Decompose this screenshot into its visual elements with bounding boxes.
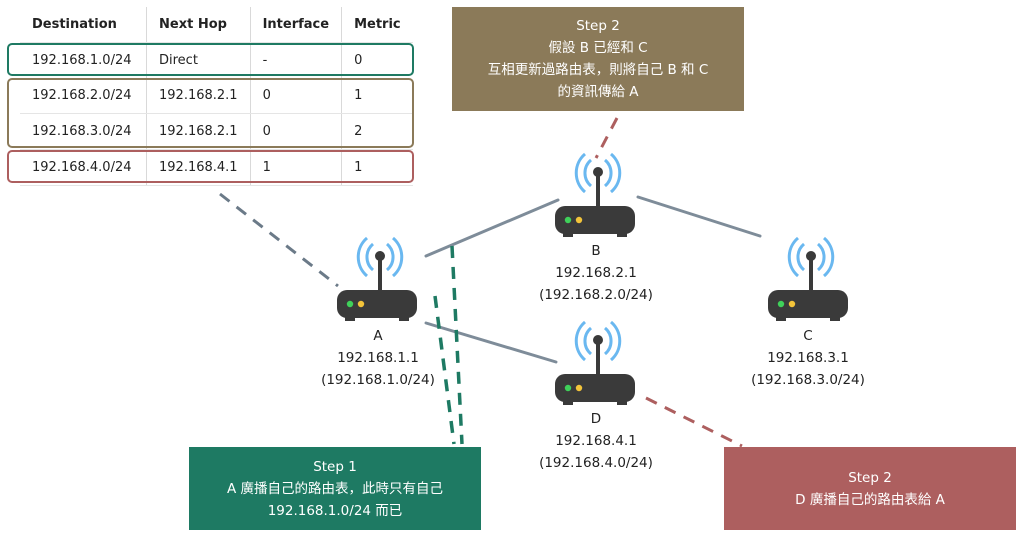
router-ip: 192.168.2.1 bbox=[555, 265, 637, 281]
highlight-rows-via-b bbox=[7, 78, 414, 148]
cell-next-hop: 192.168.2.1 bbox=[146, 78, 251, 114]
header-interface: Interface bbox=[249, 7, 342, 43]
router-c-label: C 192.168.3.1 (192.168.3.0/24) bbox=[728, 325, 888, 391]
router-ip: 192.168.3.1 bbox=[767, 350, 849, 366]
cell-metric: 1 bbox=[341, 149, 413, 186]
link-a-b bbox=[424, 198, 560, 258]
router-name: D bbox=[590, 411, 602, 427]
router-d-label: D 192.168.4.1 (192.168.4.0/24) bbox=[516, 408, 676, 474]
router-icon bbox=[555, 320, 635, 405]
callout-table-a bbox=[219, 192, 339, 288]
cell-next-hop: Direct bbox=[146, 42, 251, 78]
router-name: B bbox=[591, 243, 601, 259]
callout-step2-b bbox=[594, 117, 619, 159]
cell-metric: 1 bbox=[341, 78, 413, 114]
step-text-line: 假設 B 已經和 C bbox=[548, 40, 648, 56]
cell-metric: 0 bbox=[341, 42, 413, 78]
step-text-line: D 廣播自己的路由表給 A bbox=[795, 491, 945, 508]
step1-box: Step 1 A 廣播自己的路由表，此時只有自己 192.168.1.0/24 … bbox=[189, 447, 481, 530]
step-text-line: 互相更新過路由表，則將自己 B 和 C bbox=[487, 62, 709, 78]
header-metric: Metric bbox=[341, 7, 413, 43]
step-text-line: A 廣播自己的路由表，此時只有自己 bbox=[226, 480, 444, 497]
cell-destination: 192.168.1.0/24 bbox=[32, 53, 132, 68]
routing-table: Destination Next Hop Interface Metric 19… bbox=[20, 7, 413, 186]
step-text-line: 的資訊傳給 A bbox=[557, 84, 639, 100]
step-title: Step 2 bbox=[576, 18, 620, 34]
cell-destination: 192.168.2.0/24 bbox=[20, 78, 147, 114]
step-title: Step 1 bbox=[313, 458, 357, 475]
cell-interface: 1 bbox=[249, 149, 342, 186]
router-name: A bbox=[373, 328, 383, 344]
highlight-row-direct bbox=[7, 43, 414, 76]
link-b-c bbox=[636, 195, 762, 238]
router-a-label: A 192.168.1.1 (192.168.1.0/24) bbox=[298, 325, 458, 391]
router-ip: 192.168.4.1 bbox=[555, 433, 637, 449]
router-network: (192.168.2.0/24) bbox=[539, 287, 653, 303]
cell-interface: 0 bbox=[249, 113, 342, 150]
table-row: 192.168.2.0/24 192.168.2.1 0 1 bbox=[20, 78, 413, 114]
highlight-row-via-d bbox=[7, 150, 414, 183]
router-ip: 192.168.1.1 bbox=[337, 350, 419, 366]
cell-interface: 0 bbox=[249, 78, 342, 114]
cell-destination: 192.168.4.0/24 bbox=[20, 149, 147, 186]
cell-next-hop: 192.168.2.1 bbox=[146, 113, 251, 150]
step2-top-box: Step 2 假設 B 已經和 C 互相更新過路由表，則將自己 B 和 C 的資… bbox=[452, 7, 744, 111]
table-row: 192.168.1.0/24 Direct - 0 bbox=[20, 42, 413, 78]
step2-bottom-box: Step 2 D 廣播自己的路由表給 A bbox=[724, 447, 1016, 530]
cell-destination: 192.168.3.0/24 bbox=[20, 113, 147, 150]
router-name: C bbox=[803, 328, 813, 344]
table-row: 192.168.3.0/24 192.168.2.1 0 2 bbox=[20, 113, 413, 150]
callout-step2-d bbox=[645, 396, 743, 448]
callout-step1-a-2 bbox=[433, 295, 456, 445]
router-b bbox=[553, 150, 643, 250]
step-text-line: 192.168.1.0/24 而已 bbox=[267, 502, 403, 519]
table-header-row: Destination Next Hop Interface Metric bbox=[20, 7, 413, 43]
router-network: (192.168.4.0/24) bbox=[539, 455, 653, 471]
header-next-hop: Next Hop bbox=[146, 7, 251, 43]
router-a bbox=[335, 234, 425, 334]
router-b-label: B 192.168.2.1 (192.168.2.0/24) bbox=[516, 240, 676, 306]
table-row: 192.168.4.0/24 192.168.4.1 1 1 bbox=[20, 149, 413, 186]
header-destination: Destination bbox=[20, 7, 147, 43]
cell-metric: 2 bbox=[341, 113, 413, 150]
cell-next-hop: 192.168.4.1 bbox=[146, 149, 251, 186]
router-icon bbox=[768, 236, 848, 321]
router-d bbox=[553, 318, 643, 418]
router-icon bbox=[337, 236, 417, 321]
cell-interface: - bbox=[249, 42, 342, 78]
step-title: Step 2 bbox=[848, 469, 892, 486]
router-c bbox=[766, 234, 856, 334]
link-a-d bbox=[424, 321, 558, 364]
router-network: (192.168.3.0/24) bbox=[751, 372, 865, 388]
router-icon bbox=[555, 152, 635, 237]
router-network: (192.168.1.0/24) bbox=[321, 372, 435, 388]
